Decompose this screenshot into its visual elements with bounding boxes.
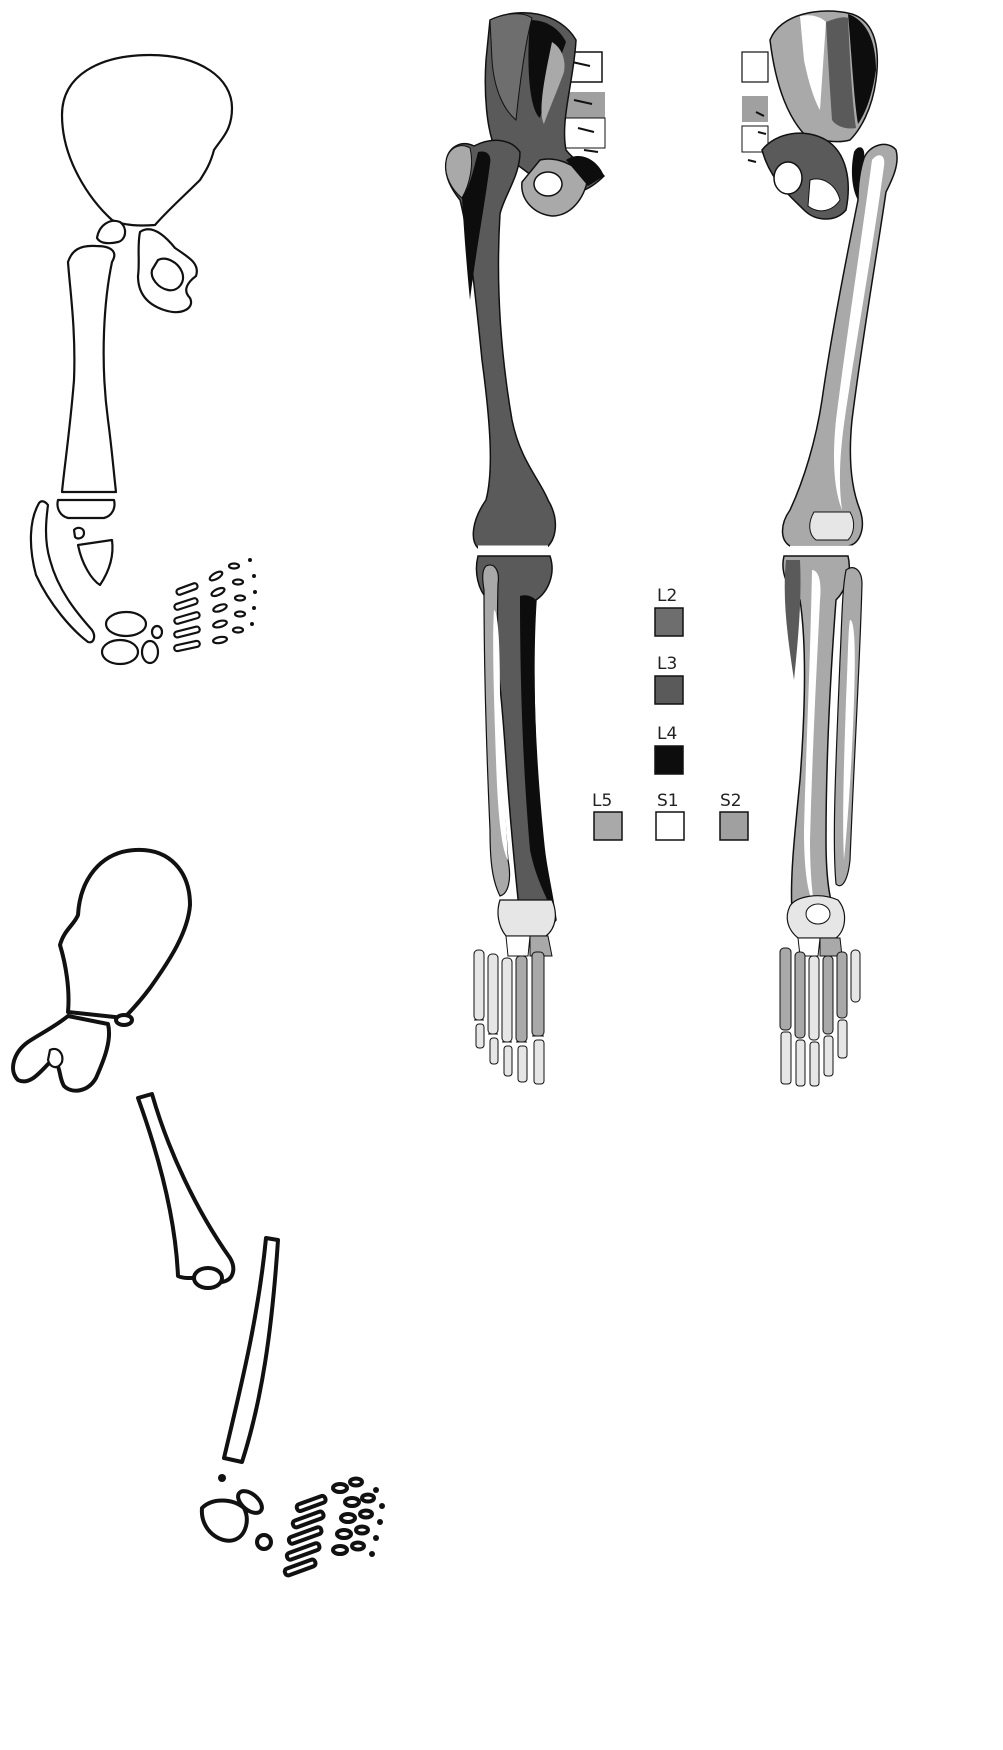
tarsal-bones — [498, 900, 555, 956]
obturator-foramen — [534, 172, 562, 196]
embryonic-limb-outline-upper — [31, 55, 257, 664]
tibia-l3-strip — [785, 560, 801, 680]
tarsal-bone-outline — [152, 626, 162, 638]
legend-swatch — [655, 676, 683, 704]
legend-item-s2: S2 — [720, 791, 748, 840]
knee-epiphysis-outline — [57, 500, 114, 518]
legend-swatch — [655, 608, 683, 636]
legend-item-l3: L3 — [655, 654, 683, 704]
legend-swatch — [594, 812, 622, 840]
phalanges-outline — [333, 1479, 385, 1558]
tarsal-bone-outline — [102, 640, 138, 664]
legend-label: L4 — [657, 724, 677, 744]
tarsal-bone-outline — [257, 1535, 271, 1549]
femoral-head-outline — [116, 1015, 132, 1025]
phalanges-outline — [208, 558, 257, 644]
legend-swatch — [720, 812, 748, 840]
sacrum-fragment — [742, 52, 768, 162]
embryonic-limb-outline-lower — [13, 850, 385, 1576]
femoral-head-outline — [97, 221, 125, 243]
ilium-outline — [62, 55, 232, 225]
metatarsals-outline — [174, 582, 201, 651]
femur-shaft-outline — [62, 246, 116, 492]
legend-label: L5 — [592, 791, 612, 811]
ilium-outline — [60, 850, 190, 1018]
tarsal-bone-outline — [142, 641, 158, 663]
foot-bones — [474, 950, 544, 1084]
legend-item-l4: L4 — [655, 724, 683, 774]
legend-label: L3 — [657, 654, 677, 674]
knee-epiphysis-outline — [194, 1268, 222, 1288]
posterior-leg-sclerotome-map — [742, 11, 897, 1086]
femur-outline — [138, 1094, 233, 1282]
tarsal-bone-outline — [106, 612, 146, 636]
legend-item-l5: L5 — [592, 791, 622, 840]
legend-label: S2 — [720, 791, 742, 811]
legend-item-l2: L2 — [655, 586, 683, 636]
tibia-fragment-outline — [78, 540, 113, 585]
obturator-foramen — [774, 162, 802, 194]
metatarsals-outline — [284, 1495, 327, 1576]
legend-label: S1 — [657, 791, 679, 811]
legend-swatch — [656, 812, 684, 840]
legend-swatch — [655, 746, 683, 774]
anterior-leg-sclerotome-map — [446, 13, 605, 1084]
dermatome-legend: L2 L3 L4 L5 S1 S2 — [592, 586, 748, 840]
patella-outline — [74, 528, 84, 539]
legend-item-s1: S1 — [656, 791, 684, 840]
obturator-outline — [48, 1049, 62, 1067]
knee-epiphysis — [810, 512, 854, 540]
legend-label: L2 — [657, 586, 677, 606]
foot-bones — [780, 948, 860, 1086]
sesamoid-dot — [218, 1474, 226, 1482]
tarsal-bones — [787, 896, 844, 956]
fibula-outline — [31, 501, 94, 642]
tarsal-bone-outline — [202, 1501, 247, 1541]
